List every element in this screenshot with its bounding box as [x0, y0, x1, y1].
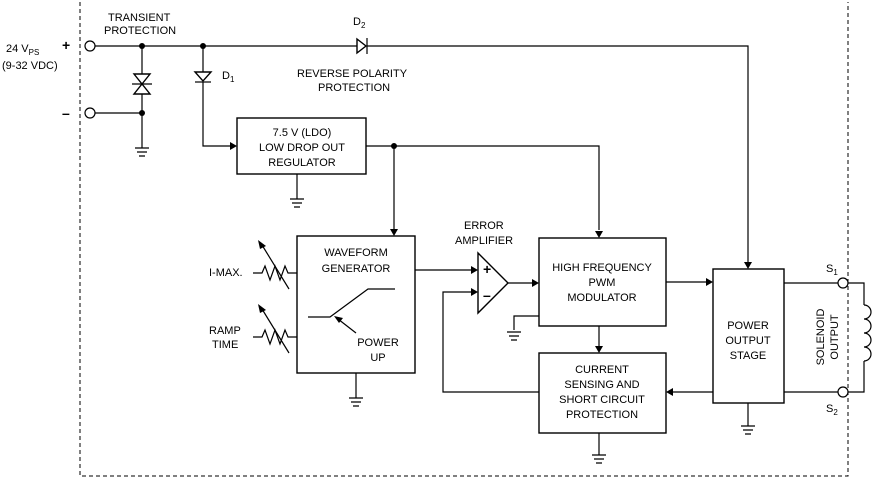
waveform-label-1: WAVEFORM [324, 247, 388, 259]
minus-input-terminal [84, 107, 96, 119]
supply-range-label: (9-32 VDC) [2, 60, 58, 72]
pwm-modulator-block [538, 237, 667, 327]
current-sensing-label-1: CURRENT [575, 364, 629, 376]
transient-protection-label-1: TRANSIENT [108, 12, 171, 24]
pwm-label-3: MODULATOR [567, 292, 636, 304]
arrow-amp-minus [471, 288, 478, 296]
power-stage-label-1: POWER [727, 320, 769, 332]
top-rail [95, 45, 749, 263]
power-up-pointer [337, 318, 357, 334]
error-amplifier-symbol [477, 251, 509, 315]
amp-plus-sign: + [483, 261, 491, 277]
arrow-pwm-supply [595, 231, 603, 238]
current-sensing-label-2: SENSING AND [564, 379, 639, 391]
error-amp-label-1: ERROR [464, 220, 504, 232]
module-boundary [79, 2, 849, 477]
amp-minus-sign: – [483, 287, 491, 303]
pwm-ground-wire [513, 315, 539, 330]
d1-label: D1 [222, 70, 235, 84]
junction-dot [139, 110, 145, 116]
pwm-label-1: HIGH FREQUENCY [552, 262, 652, 274]
current-sensing-block [538, 352, 667, 434]
solenoid-label-2: OUTPUT [829, 314, 841, 360]
regulator-label-2: LOW DROP OUT [259, 142, 345, 154]
waveform-label-2: GENERATOR [322, 263, 391, 275]
reverse-polarity-label-2: PROTECTION [318, 82, 390, 94]
regulator-output-wire [366, 145, 600, 230]
plus-terminal-sign: + [62, 37, 70, 53]
current-sensing-label-4: PROTECTION [566, 409, 638, 421]
diode-d2-symbol [356, 37, 368, 55]
ground-symbol [135, 147, 149, 157]
s1-label: S1 [826, 263, 838, 277]
supply-voltage-label: 24 VPS [6, 43, 39, 57]
arrow-power-stage-input [706, 278, 713, 286]
regulator-label-1: 7.5 V (LDO) [273, 127, 332, 139]
d2-label: D2 [353, 16, 366, 30]
plus-input-terminal [84, 40, 96, 52]
transient-diode-symbol [132, 46, 152, 148]
reverse-polarity-label-1: REVERSE POLARITY [297, 68, 408, 80]
ground-symbol [507, 331, 521, 341]
regulator-block [236, 117, 367, 175]
diode-d1-symbol [193, 71, 213, 83]
arrow-sense-to-pwm [595, 346, 603, 353]
ramp-time-potentiometer-symbol [253, 304, 297, 354]
arrow-waveform-supply [390, 229, 398, 236]
pwm-label-2: PWM [589, 277, 616, 289]
d1-wire [202, 46, 230, 147]
arrow-regulator-input [230, 142, 237, 150]
regulator-label-3: REGULATOR [268, 157, 335, 169]
waveform-generator-block [296, 235, 416, 374]
arrow-sense-input [666, 388, 673, 396]
s2-output-terminal [837, 386, 849, 398]
current-sensing-label-3: SHORT CIRCUIT [559, 394, 645, 406]
solenoid-coil-symbol [848, 282, 872, 393]
s1-output-terminal [837, 277, 849, 289]
power-up-pointer-arrow [334, 316, 343, 323]
ground-symbol [349, 397, 363, 407]
rail-arrow-power-stage [744, 262, 752, 269]
arrow-pwm-input [532, 279, 539, 287]
solenoid-label-1: SOLENOID [815, 309, 827, 366]
imax-potentiometer-symbol [253, 240, 297, 290]
ramp-waveform-shape [308, 288, 395, 318]
s2-label: S2 [826, 403, 838, 417]
power-up-label-2: UP [370, 352, 385, 364]
transient-protection-label-2: PROTECTION [104, 25, 176, 37]
power-output-stage-block [712, 268, 785, 404]
ground-symbol [741, 425, 755, 435]
imax-label: I-MAX. [209, 267, 243, 279]
feedback-wire [442, 291, 539, 393]
arrow-amp-plus [471, 266, 478, 274]
ground-symbol [592, 454, 606, 464]
power-up-label-1: POWER [357, 337, 399, 349]
ramp-time-label-1: RAMP [209, 325, 241, 337]
minus-terminal-sign: – [62, 105, 70, 121]
power-stage-label-2: OUTPUT [725, 335, 771, 347]
ground-symbol [290, 198, 304, 208]
junction-dot [391, 143, 397, 149]
power-stage-label-3: STAGE [730, 350, 766, 362]
ramp-time-label-2: TIME [212, 339, 238, 351]
error-amp-label-2: AMPLIFIER [455, 235, 513, 247]
